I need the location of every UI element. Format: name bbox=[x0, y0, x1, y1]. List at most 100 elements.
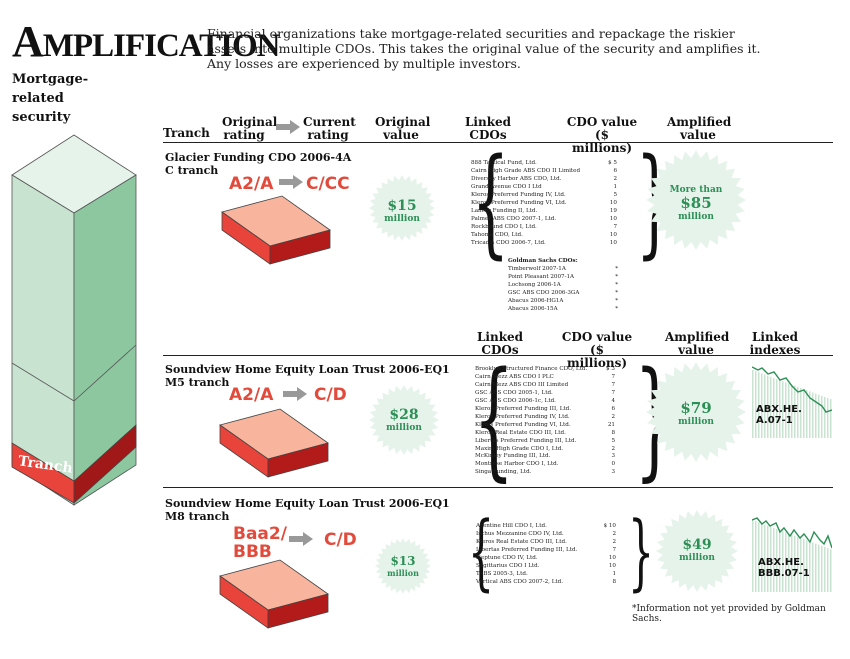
tranche-1-original-rating: A2/A bbox=[229, 174, 274, 194]
goldman-cdo-list: Goldman Sachs CDOs: Timberwolf 2007-1A*P… bbox=[508, 258, 618, 314]
cdo-value: 7 bbox=[611, 373, 615, 380]
cdo-row: Kleros Preferred Funding VI, Ltd.21 bbox=[475, 422, 615, 430]
cdo-value: * bbox=[615, 305, 618, 312]
tranche-3-current-rating: C/D bbox=[324, 530, 357, 550]
cdo-name: Rockbound CDO I, Ltd. bbox=[471, 223, 537, 230]
cdo-name: Timberwolf 2007-1A bbox=[508, 265, 566, 272]
cdo-name: Kleros Preferred Funding IV, Ltd. bbox=[475, 413, 570, 420]
cdo-name: 888 Tactical Fund, Ltd. bbox=[471, 160, 537, 166]
cdo-name: Lochsong 2006-1A bbox=[508, 281, 561, 288]
cdo-value: 10 bbox=[608, 554, 616, 561]
cdo-row: Vertical ABS CDO 2007-2, Ltd. 8 bbox=[476, 579, 616, 587]
cdo-name: Vertical ABS CDO 2007-2, Ltd. bbox=[476, 578, 564, 585]
cdo-value: * bbox=[615, 297, 618, 304]
cdo-value: 2 bbox=[611, 445, 615, 452]
cdo-value: * bbox=[615, 281, 618, 288]
cdo-value: 2 bbox=[612, 530, 616, 537]
header-current-rating: Current rating bbox=[303, 115, 356, 142]
cdo-row: Montrose Harbor CDO I, Ltd.0 bbox=[475, 461, 615, 469]
cdo-row: Tahoma CDO, Ltd.10 bbox=[471, 232, 617, 240]
cdo-row: Abacus 2006-HG1A * bbox=[508, 298, 618, 306]
tranche-1-value-burst bbox=[369, 175, 435, 241]
header-original-value: Original value bbox=[375, 115, 431, 142]
cdo-name: Kleros Preferred Funding III, Ltd. bbox=[475, 405, 572, 412]
tranche-3-name: Soundview Home Equity Loan Trust 2006-EQ… bbox=[165, 497, 450, 523]
arrow-icon bbox=[279, 175, 303, 189]
cdo-row: Kleros Preferred Funding IV, Ltd. 2 bbox=[475, 414, 615, 422]
cdo-name: McKinley Funding III, Ltd. bbox=[475, 453, 551, 460]
intro-text: Financial organizations take mortgage-re… bbox=[207, 26, 761, 71]
cdo-value: 10 bbox=[608, 562, 616, 569]
tranche-2-square bbox=[219, 408, 329, 478]
cdo-value: 8 bbox=[612, 578, 616, 585]
cdo-row: Kleros Preferred Funding VI, Ltd.10 bbox=[471, 200, 617, 208]
brace-left: { bbox=[471, 132, 510, 270]
footnote: *Information not yet provided by Goldman… bbox=[632, 604, 826, 624]
cdo-value: 2 bbox=[611, 413, 615, 420]
cdo-row: Abacus 2006-15A* bbox=[508, 306, 618, 314]
cdo-row: Lancer Funding II, Ltd.19 bbox=[471, 208, 617, 216]
cdo-name: Kleros Preferred Funding IV, Ltd. bbox=[471, 191, 566, 198]
cdo-name: Abacus 2006-HG1A bbox=[508, 297, 564, 304]
cdo-value: 2 bbox=[612, 538, 616, 545]
cdo-name: Neptune CDO IV, Ltd. bbox=[476, 554, 538, 561]
header-original-rating: Original rating bbox=[222, 115, 278, 142]
arrow-icon bbox=[283, 387, 307, 401]
brace-left: { bbox=[473, 345, 515, 494]
cdo-name: Cairn Mezz ABS CDO III Limited bbox=[475, 381, 569, 388]
cdo-row: Libertas Preferred Funding III, Ltd.7 bbox=[476, 547, 616, 555]
cdo-value: 8 bbox=[611, 429, 615, 436]
cdo-value: 5 bbox=[611, 437, 615, 444]
cdo-name: GSC ABS CDO 2006-3GA bbox=[508, 289, 580, 296]
cdo-name: Point Pleasant 2007-1A bbox=[508, 273, 575, 280]
index-chart-bbb bbox=[752, 517, 832, 592]
cdo-value: $ 3 bbox=[606, 366, 615, 372]
cdo-row: Aventine Hill CDO I, Ltd.$ 10 bbox=[476, 523, 616, 531]
cdo-name: Kleros Real Estate CDO III, Ltd. bbox=[475, 429, 566, 436]
section-label: Mortgage-related security bbox=[12, 72, 89, 125]
cdo-value: 10 bbox=[609, 215, 617, 222]
tranche-2-cdo-list: Brooklyn Structured Finance CDO, Ltd.$ 3… bbox=[475, 366, 615, 477]
tranche-2-amplified-value: $79 million bbox=[678, 399, 714, 428]
cdo-name: Tricadia CDO 2006-7, Ltd. bbox=[471, 239, 546, 246]
tranche-2-current-rating: C/D bbox=[314, 385, 347, 405]
header-amplified-value: Amplified value bbox=[667, 115, 732, 142]
index-label-a: ABX.HE. A.07-1 bbox=[756, 404, 802, 426]
header-rule bbox=[163, 142, 833, 143]
section-rule-3 bbox=[163, 487, 833, 488]
cdo-row: Cairn Mezz ABS CDO III Limited 7 bbox=[475, 382, 615, 390]
cdo-value: 3 bbox=[611, 453, 615, 460]
cdo-row: Rockbound CDO I, Ltd.7 bbox=[471, 224, 617, 232]
tranche-2-amplified-burst bbox=[646, 362, 746, 462]
cdo-row: Sagittarius CDO I Ltd.10 bbox=[476, 563, 616, 571]
cdo-value: 4 bbox=[611, 397, 615, 404]
cdo-value: 6 bbox=[613, 167, 617, 174]
cdo-value: 7 bbox=[611, 381, 615, 388]
cdo-row: McKinley Funding III, Ltd. 3 bbox=[475, 453, 615, 461]
cdo-name: Aventine Hill CDO I, Ltd. bbox=[476, 523, 547, 529]
arrow-icon bbox=[276, 120, 300, 134]
cdo-name: Libertas Preferred Funding III, Ltd. bbox=[475, 437, 577, 444]
header-cdo-value-2: CDO value ($ millions) bbox=[561, 330, 633, 370]
cdo-name: GSC ABS CDO 2005-1, Ltd. bbox=[475, 389, 553, 396]
cdo-name: Singa Funding, Ltd. bbox=[475, 469, 532, 476]
arrow-icon bbox=[289, 532, 313, 546]
cdo-name: Maxim High Grade CDO I, Ltd. bbox=[475, 445, 564, 452]
security-box bbox=[11, 134, 137, 506]
section-rule-2 bbox=[163, 355, 833, 356]
index-label-bbb: ABX.HE. BBB.07-1 bbox=[758, 557, 810, 579]
cdo-value: 2 bbox=[613, 175, 617, 182]
cdo-name: Ischus Mezzanine CDO IV, Ltd. bbox=[476, 530, 564, 537]
cdo-value: 7 bbox=[612, 546, 616, 553]
brace-right: } bbox=[628, 505, 655, 600]
cdo-row: Kleros Preferred Funding III, Ltd.6 bbox=[475, 406, 615, 414]
cdo-row: Libertas Preferred Funding III, Ltd. 5 bbox=[475, 438, 615, 446]
tranche-3-original-rating: Baa2/ BBB bbox=[233, 524, 287, 562]
cdo-name: Kleros Preferred Funding VI, Ltd. bbox=[471, 199, 567, 206]
cdo-row: 888 Tactical Fund, Ltd.$ 5 bbox=[471, 160, 617, 168]
header-linked-cdos: Linked CDOs bbox=[464, 115, 512, 142]
